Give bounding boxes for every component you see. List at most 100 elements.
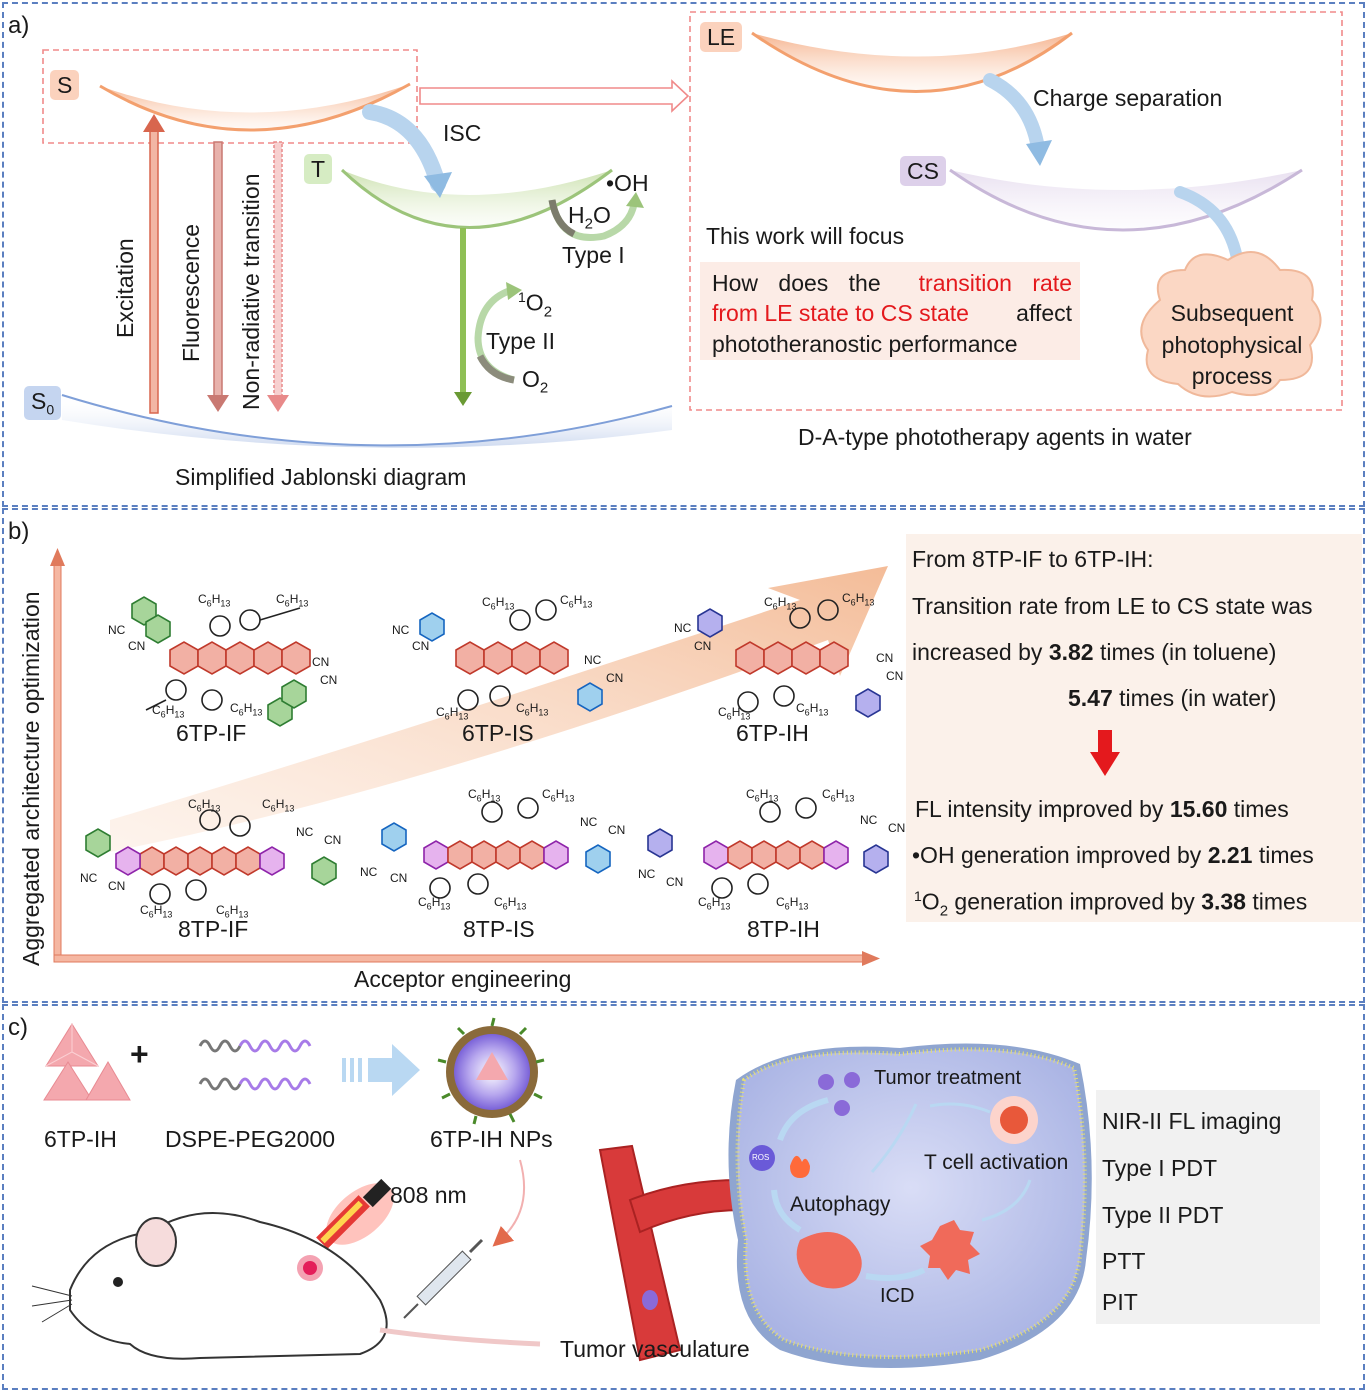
cloud-line2: photophysical (1161, 332, 1303, 358)
formulation-arrow (342, 1044, 420, 1096)
nonrad-arrowhead (267, 395, 289, 412)
nc-label: NC (360, 865, 378, 879)
type1-label: Type I (562, 242, 625, 268)
molecule-6tp-is (419, 599, 603, 712)
mol-label-6tp-if: 6TP-IF (176, 720, 247, 746)
c6h13-label: C6H13 (140, 903, 173, 920)
ros-label: ROS (752, 1153, 770, 1162)
result-box (906, 534, 1362, 922)
mol-label-8tp-is: 8TP-IS (463, 916, 535, 942)
c6h13-label: C6H13 (482, 595, 515, 612)
nanoparticle-icon (437, 1017, 545, 1125)
result-down-arrowhead (1090, 752, 1120, 776)
c6h13-label: C6H13 (764, 595, 797, 612)
fluorescence-arrowhead (207, 395, 229, 412)
c6h13-label: C6H13 (516, 701, 549, 718)
s-state-box (42, 49, 418, 144)
isc-arrowhead (424, 172, 452, 198)
cn-label: CN (128, 639, 146, 653)
mol-label-6tp-ih: 6TP-IH (736, 720, 809, 746)
nc-label: NC (108, 623, 126, 637)
nc-label: NC (860, 813, 878, 827)
tumor-treatment-label: Tumor treatment (874, 1067, 1022, 1089)
fl-result: FL intensity improved by 15.60 times (915, 796, 1289, 822)
c6h13-label: C6H13 (494, 895, 527, 912)
isc-label: ISC (443, 120, 482, 146)
mol-label-8tp-ih: 8TP-IH (747, 916, 820, 942)
state-s-chip: S (50, 70, 80, 101)
cn-label: CN (888, 821, 906, 835)
s0-curve-fill (62, 395, 672, 448)
type2-arrowhead (506, 282, 522, 300)
type2-label: Type II (486, 328, 556, 354)
to-right-box-arrow (419, 79, 690, 113)
charge-sep-label: Charge separation (1033, 85, 1223, 111)
dspe-peg-icon (198, 1039, 312, 1091)
result-line2: Transition rate from LE to CS state was (912, 593, 1313, 619)
h2o-label: H2O (568, 202, 611, 233)
modality-item: Type I PDT (1102, 1155, 1218, 1181)
c6h13-label: C6H13 (542, 787, 575, 804)
c6h13-label: C6H13 (418, 895, 451, 912)
oh-label: •OH (606, 170, 649, 196)
result-down-arrow (1098, 730, 1112, 754)
autophagy-label: Autophagy (790, 1193, 891, 1216)
mol-label: 6TP-IH (44, 1126, 117, 1152)
t-cell-label: T cell activation (924, 1151, 1069, 1174)
mol-label-8tp-if: 8TP-IF (178, 916, 249, 942)
molecule-8tp-ih (647, 797, 889, 899)
phosphor-arrow (460, 228, 466, 394)
c6h13-label: C6H13 (698, 895, 731, 912)
vessel-illustration (598, 1144, 744, 1362)
c6h13-label: C6H13 (560, 593, 593, 610)
cn-label: CN (886, 669, 904, 683)
modality-box (1096, 1090, 1320, 1324)
optimization-arrow (110, 566, 888, 852)
panel-b-label: b) (8, 518, 30, 545)
nc-label: NC (580, 815, 598, 829)
cloud-line1: Subsequent (1170, 300, 1294, 326)
c6h13-label: C6H13 (262, 797, 295, 814)
laser-label: 808 nm (390, 1182, 467, 1208)
phosphor-arrowhead (454, 392, 472, 406)
molecule-8tp-is (381, 797, 611, 899)
type1-arrowhead (626, 192, 644, 208)
molecule-6tp-ih (697, 599, 881, 718)
c6h13-label: C6H13 (276, 592, 309, 609)
cn-label: CN (608, 823, 626, 837)
state-t-chip: T (304, 154, 333, 185)
jablonski-caption: Simplified Jablonski diagram (175, 464, 467, 490)
c6h13-label: C6H13 (436, 705, 469, 722)
result-title: From 8TP-IF to 6TP-IH: (912, 546, 1154, 572)
nc-label: NC (80, 871, 98, 885)
result-line3: increased by 3.82 times (in toluene) (912, 639, 1277, 665)
cs-curve (949, 168, 1303, 232)
laser-icon (316, 1178, 394, 1249)
type1-arrow-tail (548, 199, 576, 238)
cn-label: CN (694, 639, 712, 653)
cn-label: CN (312, 655, 330, 669)
c6h13-label: C6H13 (216, 903, 249, 920)
mol-label-6tp-is: 6TP-IS (462, 720, 534, 746)
t-curve (340, 168, 613, 229)
da-box (689, 11, 1343, 411)
state-cs-chip: CS (900, 156, 946, 187)
x-axis-arrowhead (862, 951, 880, 966)
modality-item: PTT (1102, 1248, 1146, 1274)
c6h13-label: C6H13 (842, 591, 875, 608)
c6h13-label: C6H13 (746, 787, 779, 804)
c6h13-label: C6H13 (796, 701, 829, 718)
question-line3: phototheranostic performance (712, 331, 1018, 357)
charge-sep-arrow (983, 73, 1045, 155)
charge-sep-arrowhead (1026, 140, 1052, 166)
t-curve-fill (342, 170, 612, 228)
modality-item: Type II PDT (1102, 1202, 1224, 1228)
nc-label: NC (674, 621, 692, 635)
panel-a-label: a) (8, 12, 30, 39)
molecule-6tp-if (131, 596, 311, 727)
plus-sign: + (130, 1036, 149, 1072)
cs-cloud-arrow (1174, 186, 1244, 270)
excitation-arrowhead (143, 114, 165, 132)
molecule-8tp-if (85, 809, 337, 905)
